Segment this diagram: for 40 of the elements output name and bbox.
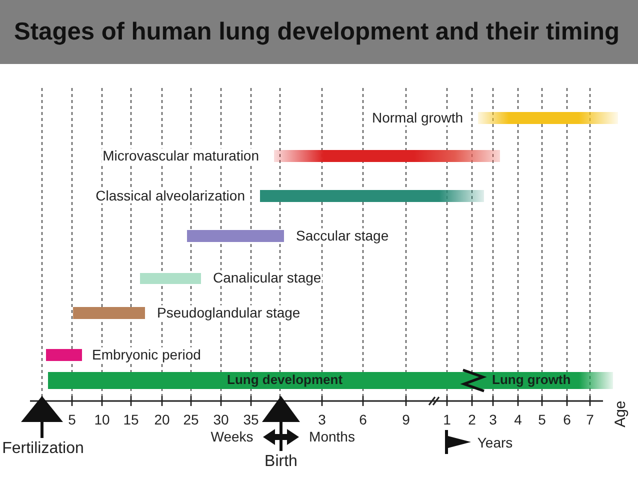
stage-bar — [274, 150, 500, 162]
stage-bar — [260, 190, 484, 202]
tick-label: 35 — [243, 412, 259, 428]
tick-label: 15 — [123, 412, 139, 428]
stage-bar — [140, 272, 201, 284]
stage-bar — [187, 230, 284, 242]
stage-label: Microvascular maturation — [102, 148, 260, 164]
tick-label: 6 — [359, 412, 367, 428]
stage-label: Saccular stage — [295, 228, 390, 244]
stage-label: Embryonic period — [91, 347, 202, 363]
event-label: Birth — [264, 453, 298, 471]
title: Stages of human lung development and their timing — [14, 18, 620, 46]
stage-bar — [46, 349, 82, 361]
tick-label: 9 — [402, 412, 410, 428]
unit-label: Years — [477, 435, 513, 451]
stage-bar — [73, 307, 145, 319]
tick-label: 6 — [563, 412, 571, 428]
stage-label: Classical alveolarization — [94, 188, 246, 204]
tick-label: 20 — [154, 412, 170, 428]
tick-label: 2 — [468, 412, 476, 428]
tick-label: 5 — [538, 412, 546, 428]
axis-title: Age — [612, 400, 630, 428]
stage-label: Normal growth — [370, 110, 464, 126]
tick-label: 25 — [183, 412, 199, 428]
bar-label: Lung growth — [492, 372, 571, 388]
bar-label: Lung development — [227, 372, 343, 388]
stage-bar — [478, 112, 618, 124]
tick-label: 5 — [68, 412, 76, 428]
tick-label: 4 — [514, 412, 522, 428]
unit-label: Weeks — [210, 429, 254, 445]
event-label: Fertilization — [2, 440, 84, 458]
tick-label: 30 — [213, 412, 229, 428]
tick-label: 10 — [94, 412, 110, 428]
tick-label: 3 — [489, 412, 497, 428]
tick-label: 1 — [443, 412, 451, 428]
stage-label: Pseudoglandular stage — [156, 305, 302, 321]
tick-label: 7 — [586, 412, 594, 428]
tick-label: 3 — [318, 412, 326, 428]
stage-label: Canalicular stage — [212, 270, 322, 286]
unit-label: Months — [309, 429, 355, 445]
